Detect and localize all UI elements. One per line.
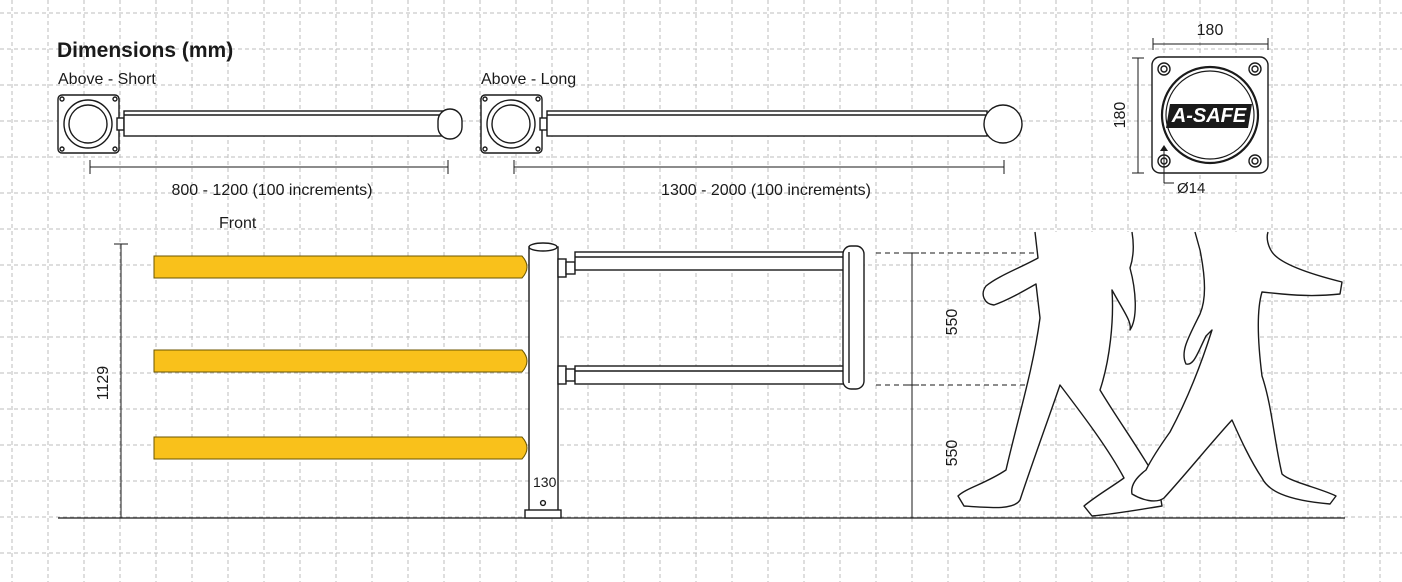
post-height-label: 180 (1112, 102, 1129, 129)
upper-gap-label: 550 (944, 309, 961, 336)
height-label: 1129 (95, 366, 112, 401)
ball-end-icon (437, 108, 463, 140)
post-baseplate-icon (57, 94, 125, 154)
walking-people-icon (957, 231, 1343, 517)
yellow-rail-middle (153, 349, 528, 373)
post-top-view (1132, 38, 1269, 184)
logo-band (1166, 104, 1252, 128)
post-width-label: 180 (1197, 22, 1224, 39)
yellow-rail-bottom (153, 436, 528, 460)
post-width-label-front: 130 (533, 474, 557, 490)
above-long-view (480, 94, 1023, 174)
front-yellow-rails (153, 255, 528, 460)
front-post (524, 242, 576, 519)
brand-logo: A-SAFE (1171, 105, 1247, 127)
above-short-view (57, 94, 463, 174)
post-baseplate-icon (480, 94, 548, 154)
yellow-rail-top (153, 255, 528, 279)
front-label: Front (219, 215, 257, 232)
drawing-title: Dimensions (mm) (57, 39, 233, 62)
above-long-label: Above - Long (481, 71, 576, 88)
above-short-label: Above - Short (58, 71, 156, 88)
above-short-dimension: 800 - 1200 (100 increments) (172, 182, 373, 199)
hole-diameter-label: Ø14 (1177, 180, 1205, 197)
ball-end-icon (983, 104, 1023, 144)
front-gate (574, 245, 865, 390)
lower-gap-label: 550 (944, 440, 961, 467)
above-long-dimension: 1300 - 2000 (100 increments) (661, 182, 871, 199)
